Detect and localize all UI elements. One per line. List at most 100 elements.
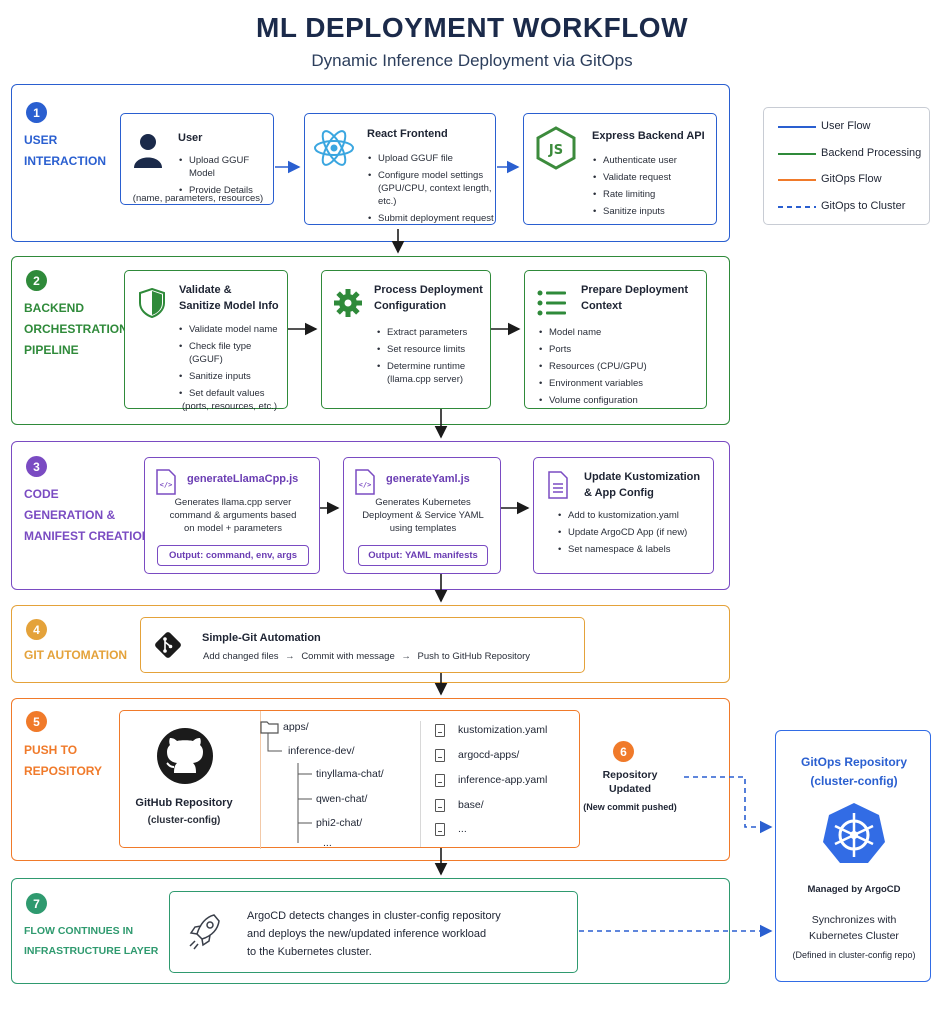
list-item: Check file type (GGUF) (179, 340, 287, 366)
rocket-icon (189, 914, 220, 950)
git-steps: Add changed files → Commit with message … (203, 651, 531, 662)
legend-label: User Flow (821, 120, 871, 132)
file-item: ... (458, 823, 467, 835)
list-item: Rate limiting (593, 188, 677, 201)
stage-user-interaction: 1 USER INTERACTION User Upload GGUF Mode… (11, 84, 730, 242)
tree-item: ... (323, 837, 332, 849)
stage-backend-orchestration: 2 BACKEND ORCHESTRATION PIPELINE Validat… (11, 256, 730, 425)
stage-label: BACKEND ORCHESTRATION PIPELINE (24, 301, 128, 357)
stage-label: CODE GENERATION & MANIFEST CREATION (24, 487, 151, 543)
file-icon (435, 823, 445, 836)
list-item: Sanitize inputs (179, 370, 287, 383)
list-item: Set default values (179, 387, 287, 400)
repository-updated-note: (New commit pushed) (583, 802, 677, 812)
gear-icon (334, 289, 362, 317)
legend: User Flow Backend Processing GitOps Flow… (763, 107, 930, 225)
file-item: inference-app.yaml (458, 774, 548, 786)
stage-number-badge: 1 (26, 102, 47, 123)
file-item: argocd-apps/ (458, 749, 520, 761)
file-item: base/ (458, 799, 484, 811)
gitops-note: (Defined in cluster-config repo) (792, 950, 916, 960)
step-number-badge: 6 (613, 741, 634, 762)
stage-number-badge: 7 (26, 893, 47, 914)
list-item: Environment variables (539, 377, 647, 390)
output-pill: Output: YAML manifests (358, 545, 488, 566)
github-repo-card: GitHub Repository (cluster-config) apps/… (119, 710, 580, 849)
kubernetes-icon (823, 803, 885, 863)
list-item: Validate model name (179, 323, 287, 336)
list-item: Determine runtime (377, 360, 467, 373)
tree-item: inference-dev/ (288, 745, 355, 757)
list-item-sub: (llama.cpp server) (387, 374, 464, 385)
stage-code-generation: 3 CODE GENERATION & MANIFEST CREATION </… (11, 441, 730, 590)
divider (260, 711, 261, 849)
list-item: Sanitize inputs (593, 205, 677, 218)
folder-icon (260, 721, 279, 734)
stage-label: FLOW CONTINUES IN INFRASTRUCTURE LAYER (24, 925, 159, 957)
list-item-sub: (GPU/CPU, context length, etc.) (378, 183, 492, 207)
generate-llamacpp-card: </> generateLlamaCpp.js Generates llama.… (144, 457, 320, 574)
divider (420, 721, 421, 847)
list-item: Model name (539, 326, 647, 339)
code-file-icon: </> (156, 469, 176, 495)
page-title: ML DEPLOYMENT WORKFLOW (256, 12, 688, 43)
repository-updated-label: Repository Updated (602, 769, 658, 795)
stage-number-badge: 5 (26, 711, 47, 732)
stage-number-badge: 4 (26, 619, 47, 640)
list-item: Volume configuration (539, 394, 647, 407)
card-title: Process Deployment Configuration (374, 284, 483, 312)
page-subtitle: Dynamic Inference Deployment via GitOps (311, 51, 633, 70)
card-title: Validate & Sanitize Model Info (179, 284, 279, 312)
card-title: generateLlamaCpp.js (187, 473, 299, 485)
stage-infrastructure: 7 FLOW CONTINUES IN INFRASTRUCTURE LAYER… (11, 878, 730, 984)
process-config-card: Process Deployment Configuration Extract… (321, 270, 491, 409)
card-title: Simple-Git Automation (202, 632, 321, 644)
list-item: Resources (CPU/GPU) (539, 360, 647, 373)
file-icon (435, 749, 445, 762)
repo-subtitle: (cluster-config) (147, 815, 221, 826)
user-icon (134, 134, 162, 168)
shield-icon (139, 288, 165, 318)
list-item: Provide Details (179, 184, 273, 197)
stage-number-badge: 3 (26, 456, 47, 477)
stage-git-automation: 4 GIT AUTOMATION Simple-Git Automation A… (11, 605, 730, 683)
stage-push-repository: 5 PUSH TO REPOSITORY GitHub Repository (… (11, 698, 730, 861)
express-backend-card: JS Express Backend API Authenticate user… (523, 113, 717, 225)
tree-lines (267, 733, 312, 843)
react-icon (314, 130, 354, 166)
managed-by-label: Managed by ArgoCD (807, 884, 901, 895)
nodejs-icon: JS (536, 126, 576, 170)
file-item: kustomization.yaml (458, 724, 548, 736)
arrow-icon: → (285, 651, 295, 662)
sync-label: Synchronizes with Kubernetes Cluster (809, 914, 899, 942)
legend-label: Backend Processing (821, 147, 922, 159)
list-item: Extract parameters (377, 326, 467, 339)
list-item: Update ArgoCD App (if new) (558, 526, 687, 539)
tree-item: phi2-chat/ (316, 817, 363, 829)
github-icon (157, 728, 213, 784)
list-item: Ports (539, 343, 647, 356)
list-item: Upload GGUF Model (179, 154, 273, 180)
list-item: Authenticate user (593, 154, 677, 167)
update-kustomization-card: Update Kustomization & App Config Add to… (533, 457, 714, 574)
list-item: Configure model settings (368, 169, 495, 182)
generate-yaml-card: </> generateYaml.js Generates Kubernetes… (343, 457, 501, 574)
file-icon (435, 774, 445, 787)
list-icon (537, 290, 566, 316)
list-item: Set resource limits (377, 343, 467, 356)
svg-text:</>: </> (160, 481, 173, 489)
simple-git-card: Simple-Git Automation Add changed files … (140, 617, 585, 673)
legend-label: GitOps to Cluster (821, 200, 906, 212)
card-note: (name, parameters, resources) (132, 193, 264, 204)
card-title: Express Backend API (592, 130, 705, 142)
card-title: Update Kustomization & App Config (584, 471, 701, 499)
git-icon (155, 632, 181, 658)
validate-card: Validate & Sanitize Model Info Validate … (124, 270, 288, 412)
argocd-description: ArgoCD detects changes in cluster-config… (247, 910, 501, 958)
svg-text:JS: JS (548, 143, 563, 158)
react-frontend-card: React Frontend Upload GGUF file Configur… (304, 113, 496, 225)
file-icon (435, 799, 445, 812)
list-item-sub: (ports, resources, etc.) (182, 401, 278, 412)
list-item: Validate request (593, 171, 677, 184)
repo-title: GitHub Repository (135, 797, 233, 809)
